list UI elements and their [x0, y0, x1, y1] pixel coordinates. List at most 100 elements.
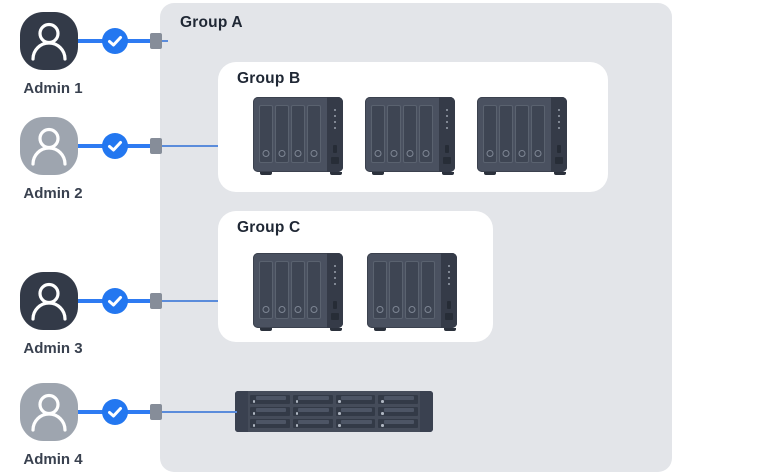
nas-tower	[367, 253, 457, 331]
drive-bay	[259, 105, 273, 163]
front-panel-strip	[327, 253, 343, 328]
rack-drive-tray	[250, 419, 290, 428]
connection-line-inner	[162, 410, 237, 414]
status-led	[558, 121, 560, 123]
front-panel-strip	[441, 253, 457, 328]
device-foot	[330, 328, 342, 331]
front-panel-strip	[439, 97, 455, 172]
drive-bay	[373, 261, 387, 319]
nas-tower	[253, 253, 343, 331]
rack-drive-tray	[292, 395, 333, 404]
device-foot	[260, 328, 272, 331]
connection-line-inner	[162, 39, 168, 43]
rack-drive-tray	[335, 419, 376, 428]
status-led	[446, 127, 448, 129]
front-panel-strip	[327, 97, 343, 172]
device-foot	[554, 172, 566, 175]
power-button	[333, 145, 337, 153]
rack-ear-right	[420, 391, 433, 432]
drive-bays	[373, 261, 435, 319]
user-avatar	[20, 272, 78, 330]
drive-bay	[531, 105, 545, 163]
person-icon	[31, 282, 67, 321]
user-label: Admin 4	[23, 451, 83, 468]
drive-bays	[259, 105, 321, 163]
group-b-title: Group B	[237, 70, 301, 87]
user-avatar	[20, 383, 78, 441]
status-led	[334, 277, 336, 279]
drive-bay	[389, 261, 403, 319]
status-led	[558, 109, 560, 111]
connection-line-inner	[162, 299, 218, 303]
rack-drive-grid	[250, 395, 418, 428]
drive-bay	[291, 105, 305, 163]
checkmark-icon	[108, 36, 122, 47]
rack-drive-tray	[250, 395, 290, 404]
verified-badge	[102, 28, 128, 54]
panel-edge-connector	[150, 33, 162, 49]
group-c-device-row	[253, 253, 457, 331]
device-foot	[372, 172, 384, 175]
drive-bay	[419, 105, 433, 163]
status-led	[448, 283, 450, 285]
person-icon	[31, 22, 67, 61]
drive-bay	[275, 105, 289, 163]
status-led	[334, 115, 336, 117]
usb-port	[443, 157, 451, 164]
verified-badge	[102, 133, 128, 159]
power-button	[447, 301, 451, 309]
drive-bay	[499, 105, 513, 163]
checkmark-icon	[108, 296, 122, 307]
panel-edge-connector	[150, 293, 162, 309]
connection-line-inner	[162, 144, 218, 148]
user-label: Admin 2	[23, 185, 83, 202]
drive-bay	[387, 105, 401, 163]
nas-tower	[253, 97, 343, 175]
drive-bay	[371, 105, 385, 163]
status-led	[448, 265, 450, 267]
usb-port	[331, 157, 339, 164]
status-led	[334, 283, 336, 285]
power-button	[333, 301, 337, 309]
drive-bay	[515, 105, 529, 163]
drive-bays	[371, 105, 433, 163]
drive-bay	[483, 105, 497, 163]
rack-drive-tray	[335, 395, 376, 404]
drive-bay	[291, 261, 305, 319]
person-icon	[31, 127, 67, 166]
status-led	[446, 109, 448, 111]
panel-edge-connector	[150, 404, 162, 420]
group-c-panel: Group C	[218, 211, 493, 342]
status-led	[334, 121, 336, 123]
drive-bay	[275, 261, 289, 319]
group-b-panel: Group B	[218, 62, 608, 192]
status-led	[334, 109, 336, 111]
user-label: Admin 1	[23, 80, 83, 97]
device-foot	[484, 172, 496, 175]
status-led	[558, 127, 560, 129]
device-foot	[260, 172, 272, 175]
device-foot	[330, 172, 342, 175]
rack-drive-tray	[378, 395, 418, 404]
status-led	[558, 115, 560, 117]
status-led	[446, 115, 448, 117]
status-led	[446, 121, 448, 123]
rackmount-server	[235, 391, 433, 432]
status-led	[448, 277, 450, 279]
rack-drive-tray	[378, 407, 418, 416]
rack-drive-tray	[378, 419, 418, 428]
rack-drive-tray	[250, 407, 290, 416]
drive-bay	[307, 261, 321, 319]
power-button	[557, 145, 561, 153]
user-avatar	[20, 12, 78, 70]
user-label: Admin 3	[23, 340, 83, 357]
drive-bay	[307, 105, 321, 163]
user-avatar	[20, 117, 78, 175]
device-foot	[374, 328, 386, 331]
status-led	[448, 271, 450, 273]
panel-edge-connector	[150, 138, 162, 154]
device-foot	[442, 172, 454, 175]
verified-badge	[102, 288, 128, 314]
checkmark-icon	[108, 141, 122, 152]
power-button	[445, 145, 449, 153]
